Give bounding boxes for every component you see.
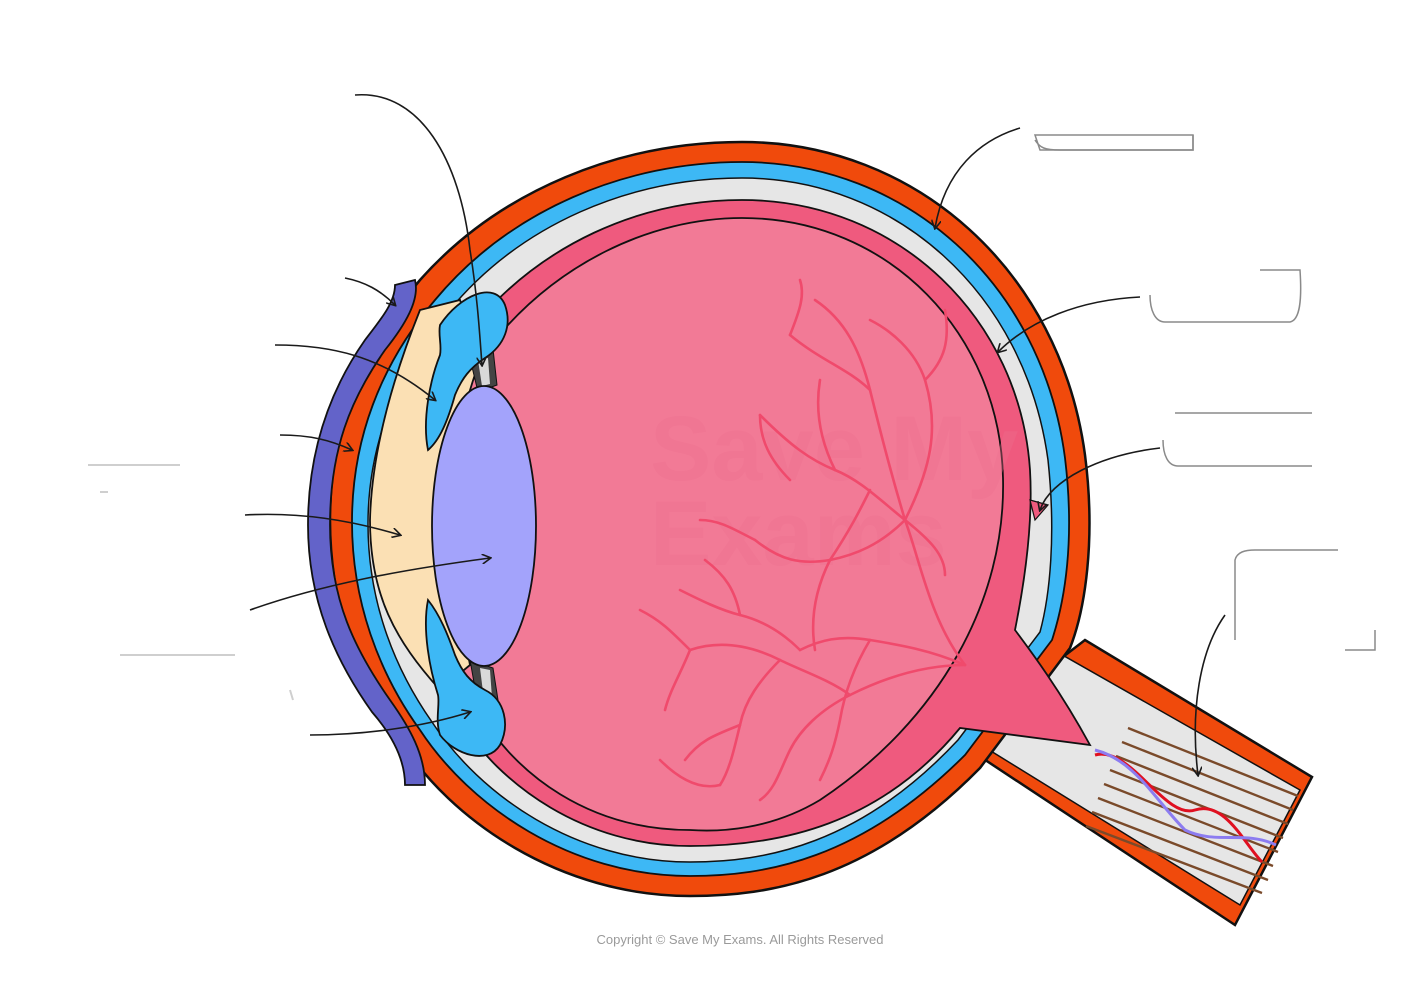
ciliary-body-upper (425, 291, 509, 452)
cornea (307, 278, 426, 786)
copyright-text: Copyright © Save My Exams. All Rights Re… (596, 932, 883, 947)
lens (431, 385, 537, 667)
watermark: Save My Exams (650, 398, 1018, 585)
label-arrows (244, 94, 1226, 775)
label-fragments (88, 464, 294, 701)
svg-text:Exams: Exams (650, 483, 947, 585)
svg-text:Save My: Save My (650, 398, 1018, 500)
central-vein (1094, 748, 1277, 847)
nerve-fibres (1085, 726, 1299, 895)
label-placeholders (1033, 134, 1376, 651)
ciliary-body-lower (425, 597, 506, 757)
retinal-blood-vessels (638, 278, 967, 802)
